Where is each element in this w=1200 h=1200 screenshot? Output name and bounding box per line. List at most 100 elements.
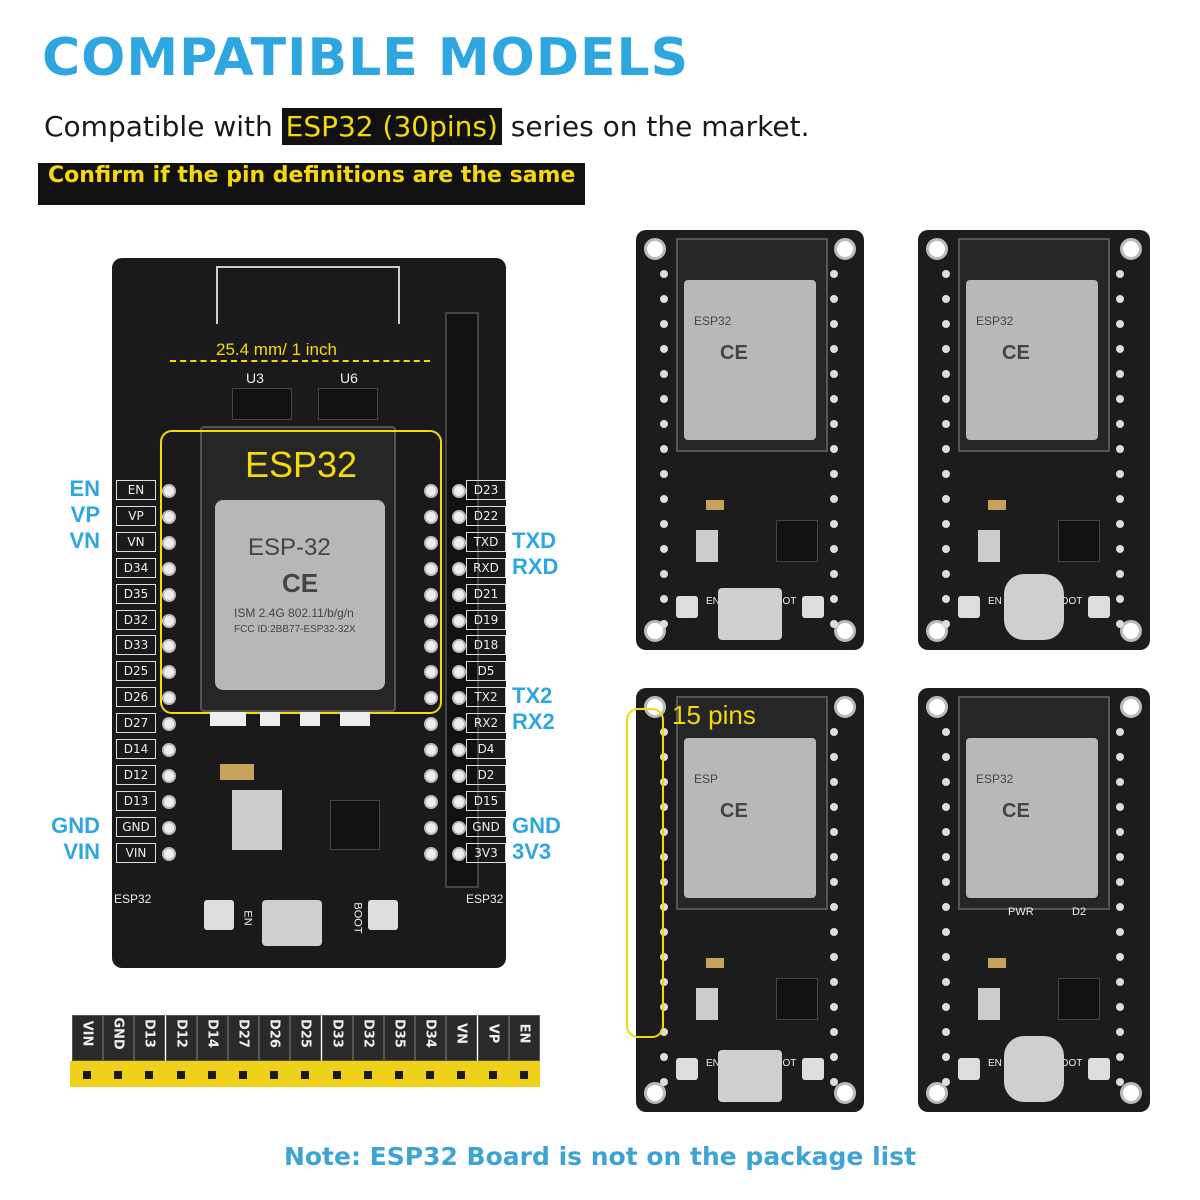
can-brand: ESP32: [976, 772, 1014, 786]
header-hole: [395, 1071, 403, 1079]
mount-hole: [834, 238, 856, 260]
pin-hole: [660, 395, 668, 403]
pin-hole: [1116, 828, 1124, 836]
pin-hole: [660, 295, 668, 303]
pin-hole: [830, 878, 838, 886]
pin-hole-left: [162, 794, 176, 809]
micro-usb-port: [718, 588, 782, 640]
usb-uart-chip: [776, 520, 818, 562]
pin-hole: [660, 853, 668, 861]
ce-mark: CE: [1002, 342, 1030, 364]
pin-hole: [660, 1053, 668, 1061]
measure-label: 25.4 mm/ 1 inch: [216, 340, 337, 359]
pin-column-left: [660, 728, 670, 1103]
en-button: [204, 900, 234, 930]
pin-hole: [942, 495, 950, 503]
pin-hole: [942, 445, 950, 453]
pin-label-right: D19: [466, 609, 506, 630]
silk-label-right: ESP32: [466, 892, 504, 906]
header-pin: [452, 820, 466, 835]
pin-hole: [1116, 1003, 1124, 1011]
pin-hole-right: [424, 794, 438, 809]
pin-column-right: [1116, 728, 1126, 1103]
pin-hole: [942, 903, 950, 911]
pin-hole: [660, 1078, 668, 1086]
boot-button: [1088, 596, 1110, 618]
antenna-trace: [216, 266, 400, 324]
pwr-label: PWR: [1008, 906, 1034, 918]
pin-hole: [660, 1003, 668, 1011]
boot-label: BOOT: [768, 1058, 797, 1069]
smd-cap: [988, 500, 1006, 510]
pin-hole-left: [162, 768, 176, 783]
pin-hole: [1116, 570, 1124, 578]
pin-hole: [660, 620, 668, 628]
pin-hole: [660, 320, 668, 328]
header-pin-label: D12: [173, 1019, 189, 1048]
rf-can: [684, 738, 816, 898]
can-brand: ESP: [694, 772, 719, 786]
callout-left: GND: [51, 812, 100, 838]
pin-hole: [942, 778, 950, 786]
pin-hole: [660, 953, 668, 961]
pin-hole-left: [162, 587, 176, 602]
callout-left: VN: [69, 527, 100, 553]
header-hole: [239, 1071, 247, 1079]
pin-hole: [942, 345, 950, 353]
pin-label-left: D35: [116, 583, 156, 604]
pin-hole: [660, 270, 668, 278]
header-pin: [452, 691, 466, 706]
regulator: [696, 530, 718, 562]
pin-hole-right: [424, 691, 438, 706]
pin-hole: [830, 953, 838, 961]
pin-label-left: D25: [116, 661, 156, 682]
header-hole: [363, 1071, 372, 1079]
header-pin: [452, 768, 466, 783]
header-pin-label: D14: [204, 1019, 220, 1048]
micro-usb-port: [262, 900, 322, 946]
pin-label-left: GND: [116, 816, 156, 837]
pin-hole: [830, 270, 838, 278]
ce-mark: CE: [720, 800, 748, 822]
pin-hole: [830, 753, 838, 761]
mount-hole: [1120, 696, 1142, 718]
header-hole: [488, 1071, 497, 1079]
usb-uart-chip: [776, 978, 818, 1020]
pin-label-left: D34: [116, 557, 156, 578]
pin-hole: [942, 803, 950, 811]
callout-right: RXD: [512, 553, 559, 579]
pin-hole: [942, 928, 950, 936]
header-pin-label: D27: [235, 1019, 251, 1048]
pin-hole: [942, 1028, 950, 1036]
pin-hole-right: [424, 743, 438, 757]
pin-hole: [660, 420, 668, 428]
pin-hole: [942, 878, 950, 886]
subtitle-post: series on the market.: [501, 110, 810, 143]
header-column: D33: [321, 1015, 353, 1061]
pin-label-right: D15: [466, 790, 506, 811]
can-brand: ESP32: [694, 314, 732, 328]
pin-hole: [1116, 978, 1124, 986]
header-column: VP: [477, 1015, 509, 1061]
pin-hole-left: [162, 613, 176, 628]
pin-hole: [830, 445, 838, 453]
pin-hole: [830, 928, 838, 936]
pin-hole: [1116, 495, 1124, 503]
pin-hole: [942, 953, 950, 961]
header-hole: [270, 1071, 279, 1079]
pin-label-left: VP: [116, 505, 156, 526]
header-pin: [452, 743, 466, 757]
pin-label-right: D22: [466, 505, 506, 526]
module-label: ESP32: [245, 444, 358, 485]
header-pin-label: D34: [422, 1019, 438, 1048]
pin-hole-right: [424, 535, 438, 550]
header-column: D12: [165, 1015, 197, 1061]
pin-hole: [830, 395, 838, 403]
pin-hole: [830, 1053, 838, 1061]
header-hole: [176, 1071, 185, 1079]
en-label: EN: [988, 596, 1002, 607]
en-label: EN: [988, 1058, 1002, 1069]
header-pin-label: GND: [110, 1017, 126, 1050]
boot-label: BOOT: [1054, 1058, 1083, 1069]
